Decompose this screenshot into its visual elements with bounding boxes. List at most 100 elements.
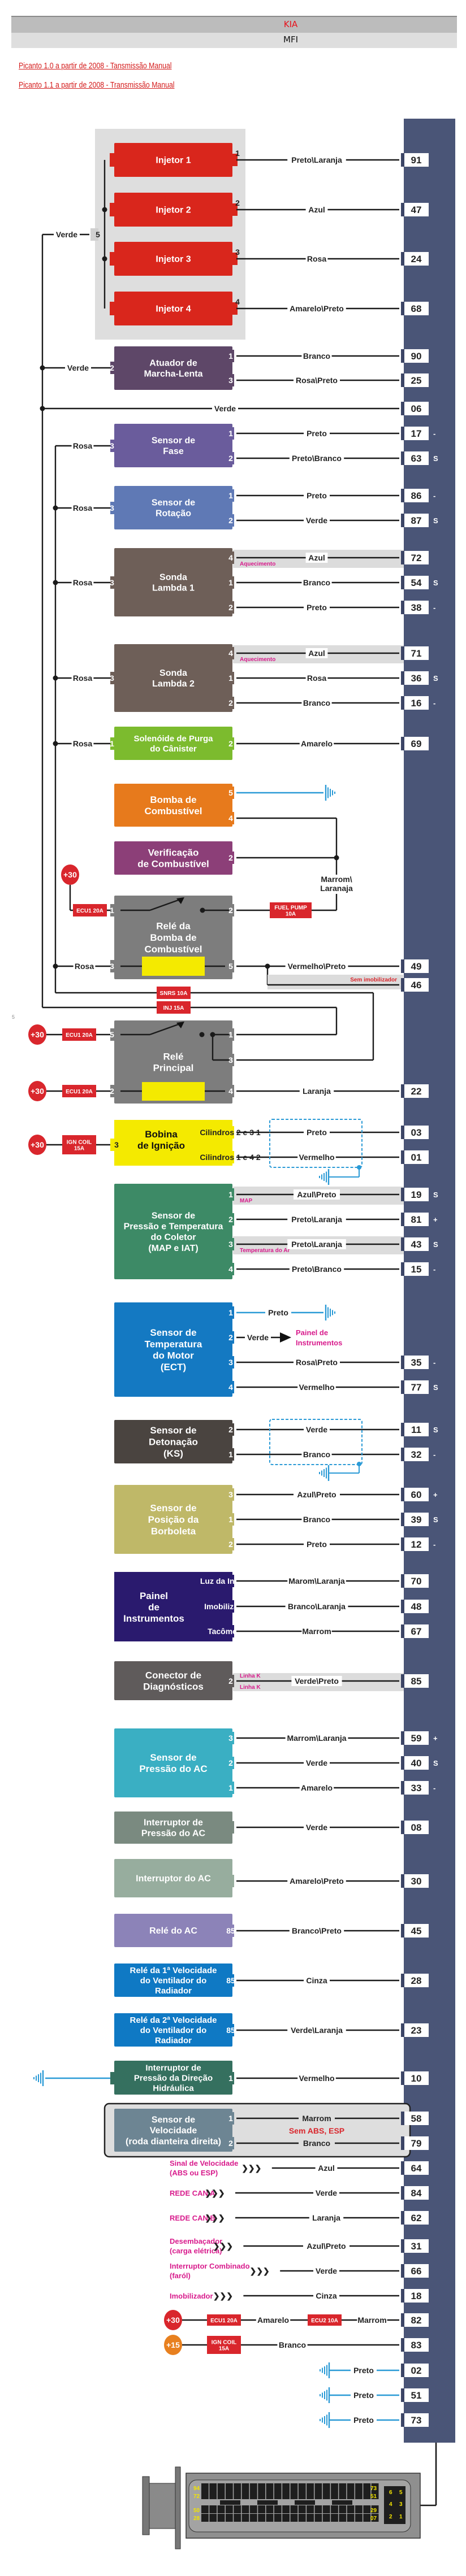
wire-color-label: Azul [308, 649, 325, 658]
connector-cavity [339, 2483, 347, 2491]
wire-label-bg [287, 2025, 346, 2035]
wire-color-label: Branco [303, 1450, 330, 1459]
fuse-label: FUEL PUMP [274, 905, 307, 911]
model-link-picanto-1-1[interactable]: Picanto 1.1 a partir de 2008 - Transmiss… [19, 80, 175, 90]
pin-tab [229, 576, 234, 589]
pin-tab [110, 1028, 115, 1041]
fuse-label: ECU1 20A [66, 1089, 93, 1095]
pin-number: 3 [228, 1240, 233, 1249]
pin-number: 1 [228, 2074, 233, 2083]
ecu-pin-number: 90 [411, 351, 422, 362]
pin-number: 2 [228, 853, 233, 862]
wire-color-label: Laranaja [320, 884, 353, 893]
fuse-label: IGN COIL [212, 2340, 236, 2346]
junction-dot [102, 256, 107, 262]
component-label: do Coletor [151, 1233, 196, 1243]
battery-plus30-icon [164, 2310, 182, 2330]
ecu-pin-tab [401, 696, 404, 710]
model-link-picanto-1-0[interactable]: Picanto 1.0 a partir de 2008 - Tansmissã… [19, 61, 172, 71]
pin-signal-type: - [433, 699, 435, 707]
ecu-pin-number: 64 [411, 2163, 422, 2174]
wire-color-label: Preto [353, 2391, 374, 2400]
wire-color-label: Vermelho [299, 2074, 334, 2083]
wire-color-label: Preto\Branco [292, 1265, 342, 1274]
ecu-pin-box [404, 1488, 429, 1501]
wire-color-label: Azul\Preto [307, 2241, 346, 2251]
ecu-pin-number: 43 [411, 1239, 422, 1250]
wire-label-bg [291, 1676, 342, 1686]
pin-tab [229, 1925, 234, 1937]
component-label: Bomba de [150, 932, 196, 943]
connector-cavity [266, 2505, 274, 2513]
wire-color-label: Amarelo\Preto [290, 304, 344, 313]
wire-color-label: Rosa [307, 254, 326, 263]
connector-row-end: 29 [370, 2508, 377, 2514]
wire-color-label: Marrom [302, 2114, 331, 2123]
connector-cavity [290, 2491, 298, 2499]
junction-dot [53, 963, 58, 969]
connector-power-pin: 4 [389, 2501, 392, 2508]
connector-cavity [371, 2514, 379, 2522]
system-title: MFI [283, 34, 298, 45]
wire-color-label: Preto [307, 603, 327, 612]
pin-tab [229, 697, 234, 709]
ecu-pin-number: 51 [411, 2390, 422, 2401]
wire-label-bg [304, 602, 330, 612]
connector-cavity [298, 2505, 306, 2513]
component-label: (MAP e IAT) [148, 1244, 198, 1253]
brand-title: KIA [283, 19, 298, 29]
component-label: Sensor de [150, 1503, 196, 1514]
pin-tab [229, 1513, 234, 1526]
ecu-pin-tab [401, 576, 404, 589]
connector-key-slot [295, 2500, 315, 2505]
ecu-pin-number: 60 [411, 1489, 422, 1500]
ecu-pin-box [404, 959, 429, 973]
connector-cavity [314, 2505, 322, 2513]
wire-label-bg [297, 1152, 336, 1162]
connector-power-block [384, 2486, 405, 2524]
fuse-ecu1-20a [62, 1028, 96, 1041]
pin-signal-type: - [433, 1784, 435, 1792]
ecu-pin-number: 08 [411, 1822, 422, 1833]
ecu-pin-box [404, 601, 429, 614]
wire-color-label: Rosa [73, 674, 92, 683]
wire-color-label: Preto [307, 1540, 327, 1549]
ecu-pin-box [404, 737, 429, 750]
pin-tab [229, 1538, 234, 1550]
connector-cavity [282, 2505, 290, 2513]
connector-row-start: 94 [193, 2486, 200, 2492]
pin-tab [229, 1675, 234, 1687]
connector-cavity [274, 2514, 282, 2522]
component-label: (roda dianteira direita) [126, 2137, 221, 2147]
component-label: Combustível [144, 944, 202, 954]
relay-contact [149, 1023, 180, 1036]
connector-cavity [331, 2491, 338, 2499]
wire-color-label: Marrom [357, 2316, 386, 2325]
ecu-pin-box [404, 646, 429, 660]
wire-color-label: Rosa [75, 962, 94, 971]
component-injetor-2 [114, 193, 232, 227]
component-sensor-pressao-ac [114, 1728, 232, 1797]
wire-label-bg [313, 2266, 339, 2276]
wire-color-label: Verde [67, 363, 89, 372]
supply-label: +30 [166, 2316, 180, 2325]
component-label: Marcha-Lenta [144, 370, 202, 379]
fuse-ecu1-20a [207, 2314, 241, 2326]
connector-cavity [363, 2491, 371, 2499]
ecu-pin-tab [401, 1237, 404, 1251]
wire-label-bg [71, 739, 94, 749]
wire-label-bg [287, 155, 346, 165]
connector-cavity [258, 2514, 266, 2522]
ecu-pin-box [404, 514, 429, 527]
connector-cavity [290, 2514, 298, 2522]
pin-tab [229, 1356, 234, 1369]
component-label: Relé [163, 1051, 184, 1062]
pin-tab [229, 1625, 234, 1637]
ecu-pin-tab [401, 2071, 404, 2085]
connector-row-start: 72 [193, 2494, 200, 2500]
ground-icon [320, 2387, 330, 2403]
fuse-label: INJ 15A [163, 1005, 184, 1011]
ecu-pin-tab [401, 2313, 404, 2327]
pin-tab [229, 960, 234, 972]
ecu-pin-number: 38 [411, 602, 422, 613]
